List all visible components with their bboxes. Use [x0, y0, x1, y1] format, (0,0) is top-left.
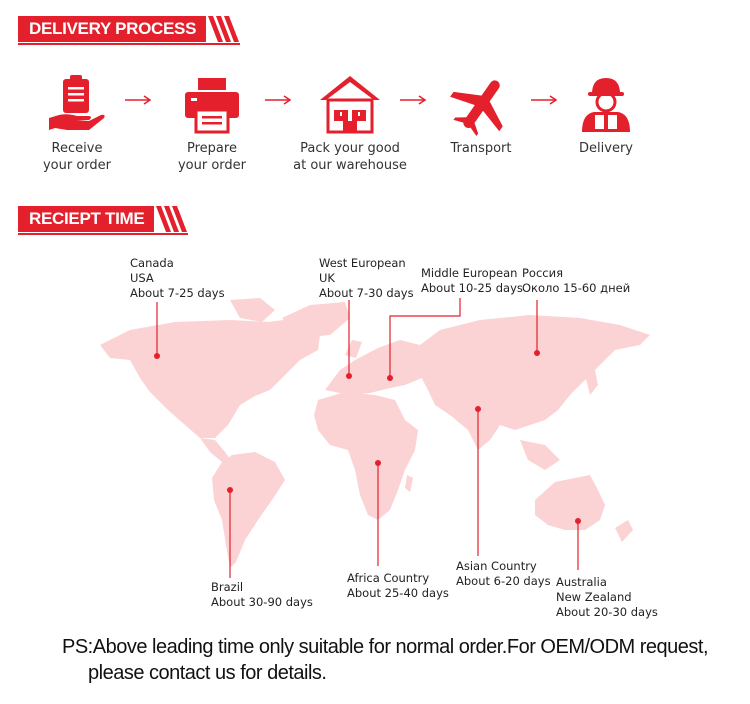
- banner-underline: [18, 233, 189, 235]
- delivery-process-title: DELIVERY PROCESS: [18, 16, 207, 42]
- receipt-time-title: RECIEPT TIME: [18, 206, 155, 232]
- arrow-icon: [264, 92, 294, 106]
- step-pack-label: Pack your good at our warehouse: [293, 141, 407, 173]
- location-dot: [387, 375, 393, 381]
- location-dot: [227, 487, 233, 493]
- footnote-line-2: please contact us for details.: [88, 662, 327, 684]
- region-label-west-europe: West European UK About 7-30 days: [319, 256, 414, 300]
- location-dot: [534, 350, 540, 356]
- region-label-russia: Россия Около 15-60 дней: [522, 266, 631, 295]
- step-delivery-label: Delivery: [579, 141, 633, 156]
- receipt-time-banner: RECIEPT TIME: [18, 206, 189, 235]
- location-dot: [475, 406, 481, 412]
- leader-line-middle-europe: [389, 298, 461, 378]
- step-receive-label: Receive your order: [42, 141, 112, 173]
- location-dot: [575, 518, 581, 524]
- step-receive: Receive your order: [7, 74, 147, 174]
- footnote-line-1: PS:Above leading time only suitable for …: [62, 636, 709, 658]
- region-label-middle-europe: Middle European About 10-25 days: [421, 266, 523, 295]
- region-label-north-america: Canada USA About 7-25 days: [130, 256, 225, 300]
- delivery-process-banner: DELIVERY PROCESS: [18, 16, 241, 45]
- step-delivery: Delivery: [536, 74, 676, 157]
- airplane-icon: [450, 80, 503, 136]
- courier-icon: [582, 78, 630, 132]
- printer-icon: [185, 78, 239, 134]
- arrow-icon: [530, 92, 560, 106]
- region-label-australia: Australia New Zealand About 20-30 days: [556, 575, 658, 619]
- banner-stripes-icon: [208, 16, 240, 42]
- arrow-icon: [124, 92, 154, 106]
- location-dot: [346, 373, 352, 379]
- banner-underline: [18, 43, 241, 45]
- region-label-brazil: Brazil About 30-90 days: [211, 580, 313, 609]
- warehouse-icon: [320, 76, 380, 134]
- step-prepare: Prepare your order: [142, 74, 282, 174]
- step-prepare-label: Prepare your order: [177, 141, 247, 173]
- arrow-icon: [399, 92, 429, 106]
- region-label-africa: Africa Country About 25-40 days: [347, 571, 449, 600]
- location-dot: [375, 460, 381, 466]
- region-label-asia: Asian Country About 6-20 days: [456, 559, 551, 588]
- location-dot: [154, 353, 160, 359]
- leader-lines: [156, 298, 579, 578]
- clipboard-hand-icon: [49, 75, 105, 130]
- step-pack: Pack your good at our warehouse: [280, 74, 420, 174]
- step-transport: Transport: [411, 74, 551, 157]
- location-dots: [154, 350, 581, 524]
- world-map-landmasses: [100, 298, 650, 568]
- footnote: PS:Above leading time only suitable for …: [62, 634, 709, 686]
- banner-stripes-icon: [156, 206, 188, 232]
- step-transport-label: Transport: [450, 141, 512, 156]
